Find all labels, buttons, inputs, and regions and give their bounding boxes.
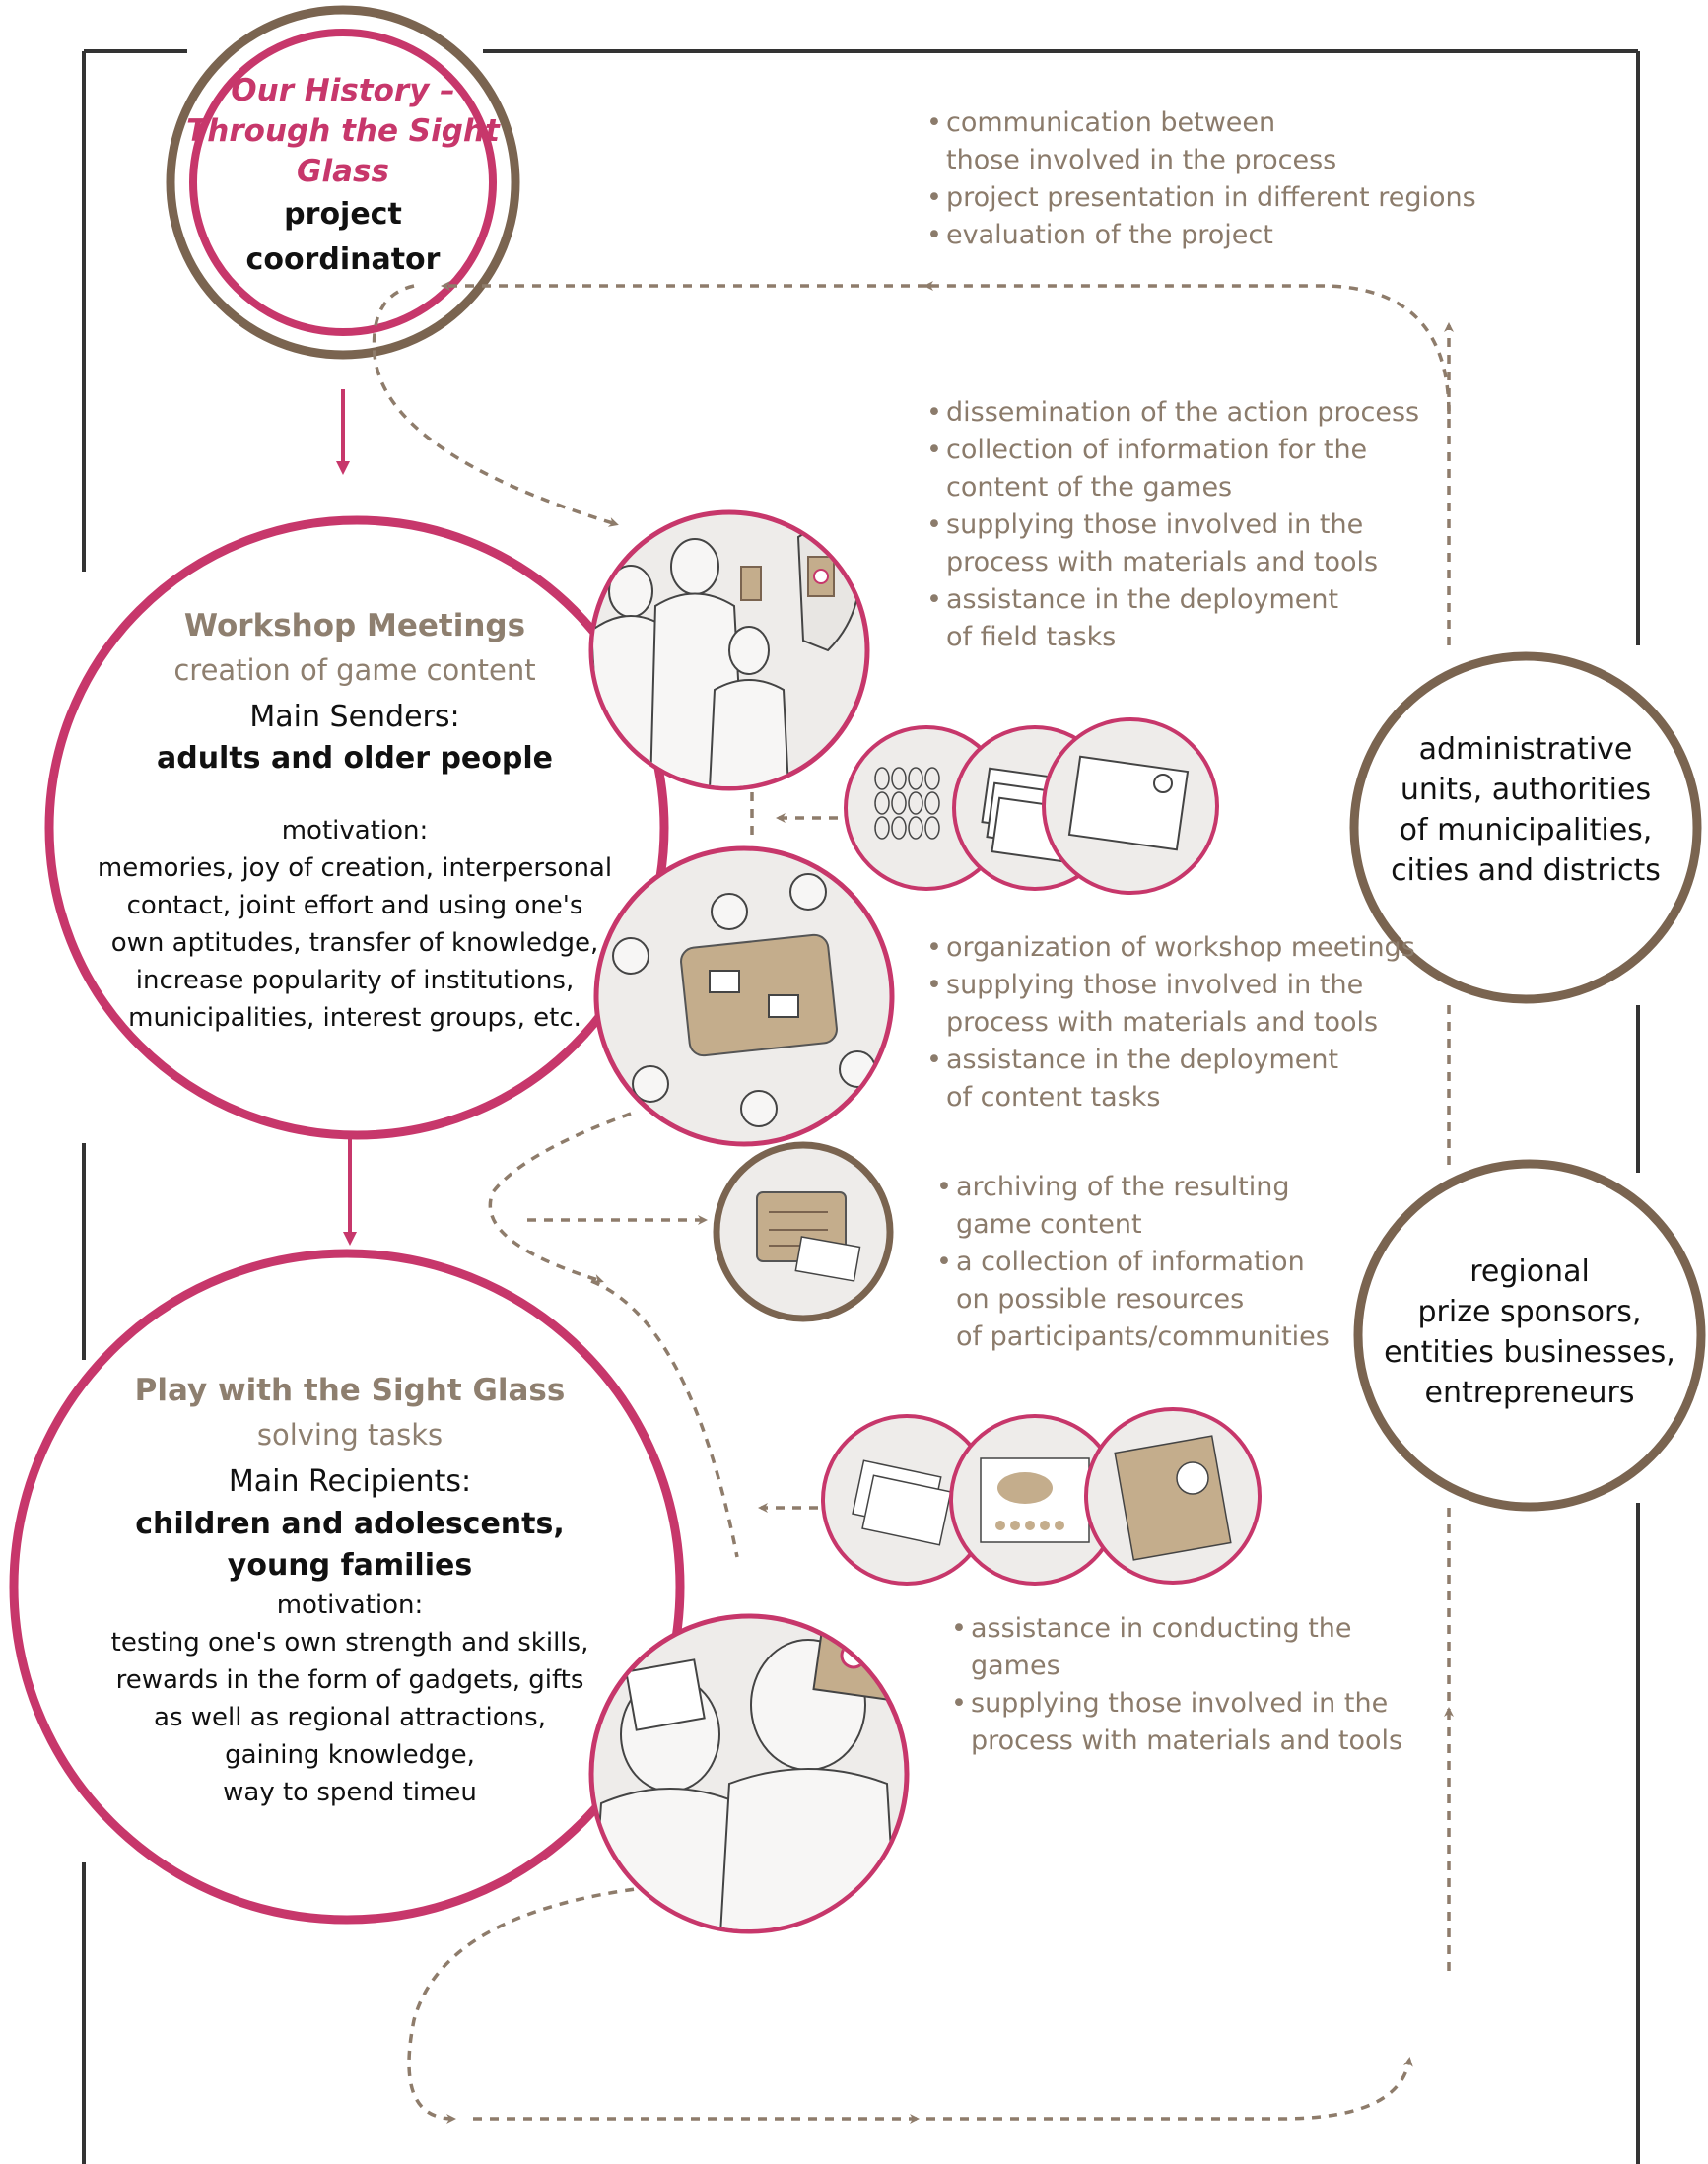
play-recipients-line2: young families (59, 1545, 641, 1587)
archive-box-illustration (717, 1145, 890, 1319)
bullets-field: dissemination of the action process coll… (926, 394, 1439, 656)
play-motivation-label: motivation: (59, 1587, 641, 1624)
bullets-games: assistance in conducting the games suppl… (951, 1610, 1444, 1760)
sponsors-line: prize sponsors, (1360, 1292, 1699, 1332)
play-motivation-line: as well as regional attractions, (59, 1699, 641, 1736)
play-motivation-line: way to spend timeu (59, 1774, 641, 1811)
card-sets-illustration (846, 719, 1217, 893)
play-recipients-label: Main Recipients: (59, 1460, 641, 1504)
coordinator-title-line1: Our History – (175, 71, 511, 111)
sponsors-text: regional prize sponsors, entities busine… (1360, 1251, 1699, 1413)
workshop-motivation-line: contact, joint effort and using one's (69, 887, 641, 924)
play-subtitle: solving tasks (59, 1413, 641, 1456)
admin-units-line: administrative (1365, 729, 1686, 770)
play-recipients-line1: children and adolescents, (59, 1504, 641, 1545)
play-title: Play with the Sight Glass (59, 1368, 641, 1413)
workshop-senders-label: Main Senders: (69, 696, 641, 739)
bullet-item: project presentation in different region… (926, 179, 1537, 217)
coordinator-title-line2: Through the Sight (175, 111, 511, 152)
coordinator-label: Our History – Through the Sight Glass pr… (175, 71, 511, 283)
workshop-motivation-line: own aptitudes, transfer of knowledge, (69, 924, 641, 962)
bullets-workshop: organization of workshop meetings supply… (926, 929, 1419, 1116)
workshop-table-illustration (596, 848, 892, 1144)
workshop-motivation-line: municipalities, interest groups, etc. (69, 999, 641, 1037)
admin-units-line: units, authorities (1365, 770, 1686, 810)
bullet-item: dissemination of the action process (926, 394, 1439, 432)
admin-units-line: of municipalities, (1365, 810, 1686, 850)
workshop-title: Workshop Meetings (69, 603, 641, 648)
workshop-motivation-label: motivation: (69, 812, 641, 849)
coordinator-title-line3: Glass (175, 152, 511, 192)
bullet-item: evaluation of the project (926, 217, 1537, 254)
play-motivation-line: testing one's own strength and skills, (59, 1624, 641, 1661)
workshop-motivation-line: increase popularity of institutions, (69, 962, 641, 999)
bullet-item: organization of workshop meetings (926, 929, 1419, 967)
bullet-item: assistance in conducting the games (951, 1610, 1444, 1685)
game-cards-illustration (823, 1409, 1260, 1584)
workshop-text: Workshop Meetings creation of game conte… (69, 603, 641, 1037)
admin-units-text: administrative units, authorities of mun… (1365, 729, 1686, 891)
sponsors-line: entities businesses, (1360, 1332, 1699, 1373)
play-motivation-line: rewards in the form of gadgets, gifts (59, 1661, 641, 1699)
workshop-senders: adults and older people (69, 739, 641, 778)
admin-units-line: cities and districts (1365, 850, 1686, 891)
workshop-motivation-line: memories, joy of creation, interpersonal (69, 849, 641, 887)
coordinator-role-line2: coordinator (175, 237, 511, 283)
play-text: Play with the Sight Glass solving tasks … (59, 1368, 641, 1811)
sponsors-line: regional (1360, 1251, 1699, 1292)
sponsors-line: entrepreneurs (1360, 1373, 1699, 1413)
bullet-item: collection of information for thecontent… (926, 432, 1439, 507)
workshop-subtitle: creation of game content (69, 648, 641, 692)
coordinator-role-line1: project (175, 192, 511, 237)
play-motivation-line: gaining knowledge, (59, 1736, 641, 1774)
